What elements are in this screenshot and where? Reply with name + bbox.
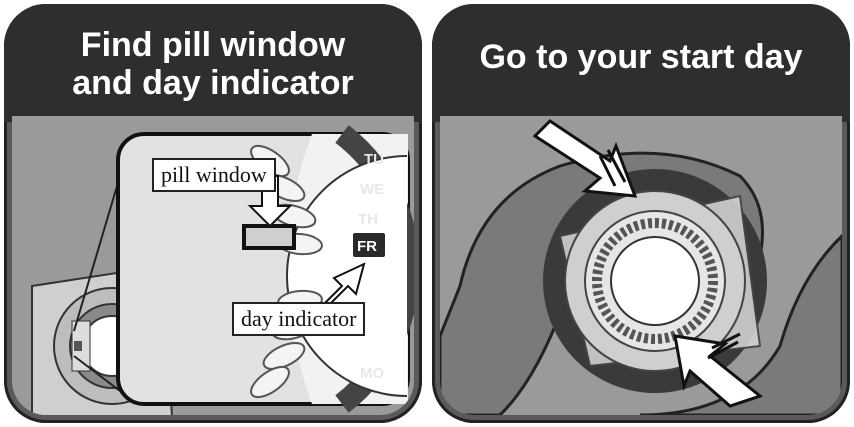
step-title-line1: Find pill window: [4, 26, 422, 64]
day-label-mo: MO: [360, 365, 384, 382]
pill-window-marker: [244, 226, 294, 248]
step-title-line2: and day indicator: [4, 64, 422, 102]
dispenser-icon: [543, 169, 767, 393]
day-label-we: WE: [360, 181, 384, 198]
illustration-hands-turning-dispenser: [440, 116, 842, 415]
step-panel-go-to-start-day: Go to your start day: [432, 4, 850, 423]
day-label-th: TH: [358, 211, 378, 228]
svg-text:FR: FR: [357, 238, 377, 255]
pill-window-callout: pill window: [152, 158, 276, 192]
step-title-line1: Go to your start day: [432, 38, 850, 76]
day-indicator-callout: day indicator: [232, 302, 365, 336]
step-panel-find-pill-window: Find pill window and day indicator: [4, 4, 422, 423]
hands-dispenser-illustration: [440, 116, 842, 415]
day-label-tu: TU: [364, 151, 384, 168]
step-title-banner: Find pill window and day indicator: [4, 4, 422, 122]
step-title-banner: Go to your start day: [432, 4, 850, 122]
illustration-dispenser-closeup: TU WE TH MO FR pill window day indicator: [12, 116, 414, 415]
